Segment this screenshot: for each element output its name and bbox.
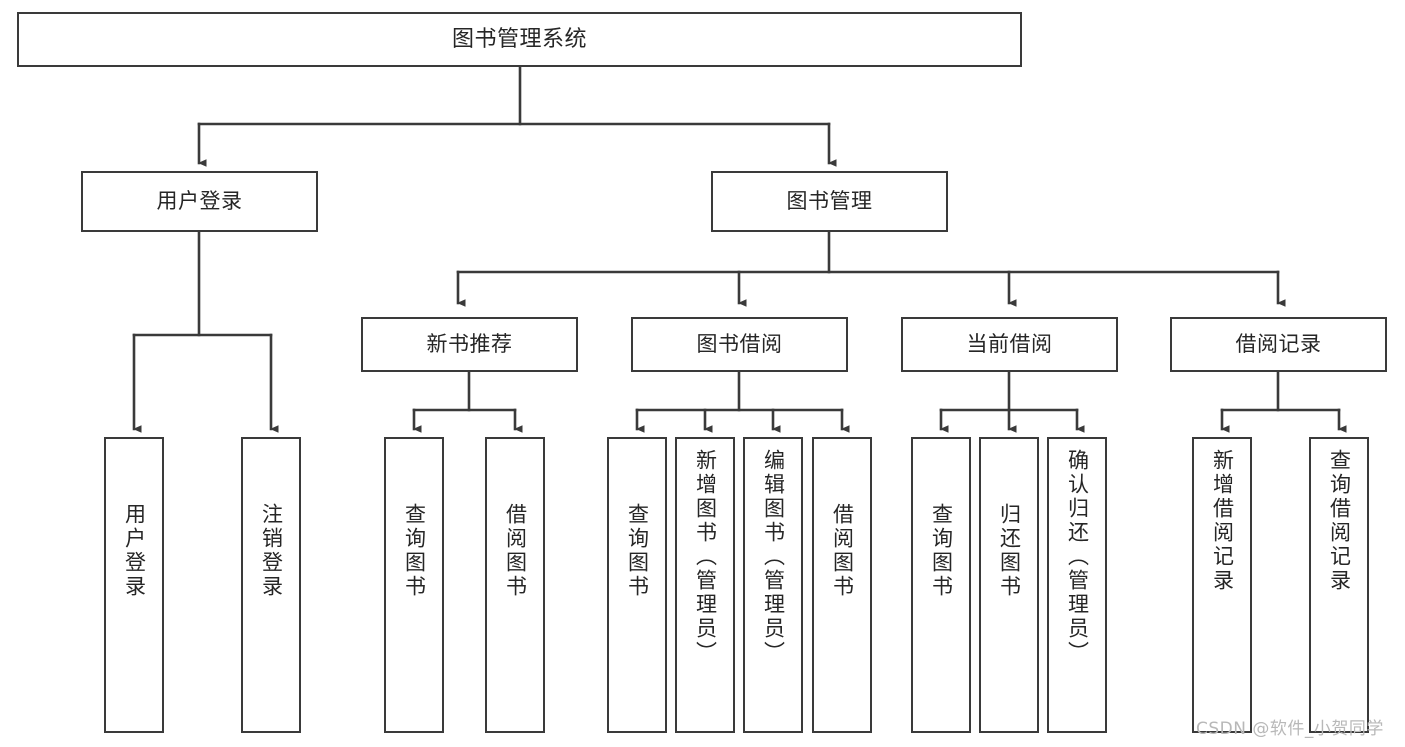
leaf-query-book-borrowing[interactable]: 查询图书 — [607, 437, 667, 733]
node-label: 新书推荐 — [426, 332, 513, 357]
leaf-user-login[interactable]: 用户登录 — [104, 437, 164, 733]
node-label: 新增图书（管理员） — [693, 449, 718, 665]
node-label: 当前借阅 — [966, 332, 1053, 357]
node-label: 图书管理系统 — [451, 26, 587, 52]
node-label: 查询图书 — [929, 503, 954, 599]
node-book-borrowing[interactable]: 图书借阅 — [631, 317, 848, 372]
node-new-book-recommendation[interactable]: 新书推荐 — [361, 317, 578, 372]
node-label: 用户登录 — [156, 189, 243, 214]
node-label: 图书管理 — [786, 189, 873, 214]
leaf-edit-book-admin[interactable]: 编辑图书（管理员） — [743, 437, 803, 733]
leaf-query-borrowing-record[interactable]: 查询借阅记录 — [1309, 437, 1369, 733]
node-label: 借阅图书 — [503, 503, 528, 599]
leaf-confirm-return-admin[interactable]: 确认归还（管理员） — [1047, 437, 1107, 733]
node-label: 新增借阅记录 — [1210, 449, 1235, 593]
leaf-return-book[interactable]: 归还图书 — [979, 437, 1039, 733]
node-label: 查询借阅记录 — [1327, 449, 1352, 593]
node-label: 编辑图书（管理员） — [761, 449, 786, 665]
node-current-borrowing[interactable]: 当前借阅 — [901, 317, 1118, 372]
node-borrowing-record[interactable]: 借阅记录 — [1170, 317, 1387, 372]
node-label: 用户登录 — [122, 503, 147, 599]
node-label: 借阅记录 — [1235, 332, 1322, 357]
leaf-logout[interactable]: 注销登录 — [241, 437, 301, 733]
node-label: 注销登录 — [259, 503, 284, 599]
node-label: 确认归还（管理员） — [1065, 449, 1090, 665]
leaf-borrow-book[interactable]: 借阅图书 — [812, 437, 872, 733]
node-user-login[interactable]: 用户登录 — [81, 171, 318, 232]
node-label: 查询图书 — [625, 503, 650, 599]
leaf-query-book-current[interactable]: 查询图书 — [911, 437, 971, 733]
leaf-query-book-recommendation[interactable]: 查询图书 — [384, 437, 444, 733]
node-label: 借阅图书 — [830, 503, 855, 599]
leaf-add-borrowing-record[interactable]: 新增借阅记录 — [1192, 437, 1252, 733]
node-root-book-management-system[interactable]: 图书管理系统 — [17, 12, 1022, 67]
node-label: 查询图书 — [402, 503, 427, 599]
node-book-management[interactable]: 图书管理 — [711, 171, 948, 232]
node-label: 图书借阅 — [696, 332, 783, 357]
node-label: 归还图书 — [997, 503, 1022, 599]
leaf-add-book-admin[interactable]: 新增图书（管理员） — [675, 437, 735, 733]
leaf-borrow-book-recommendation[interactable]: 借阅图书 — [485, 437, 545, 733]
